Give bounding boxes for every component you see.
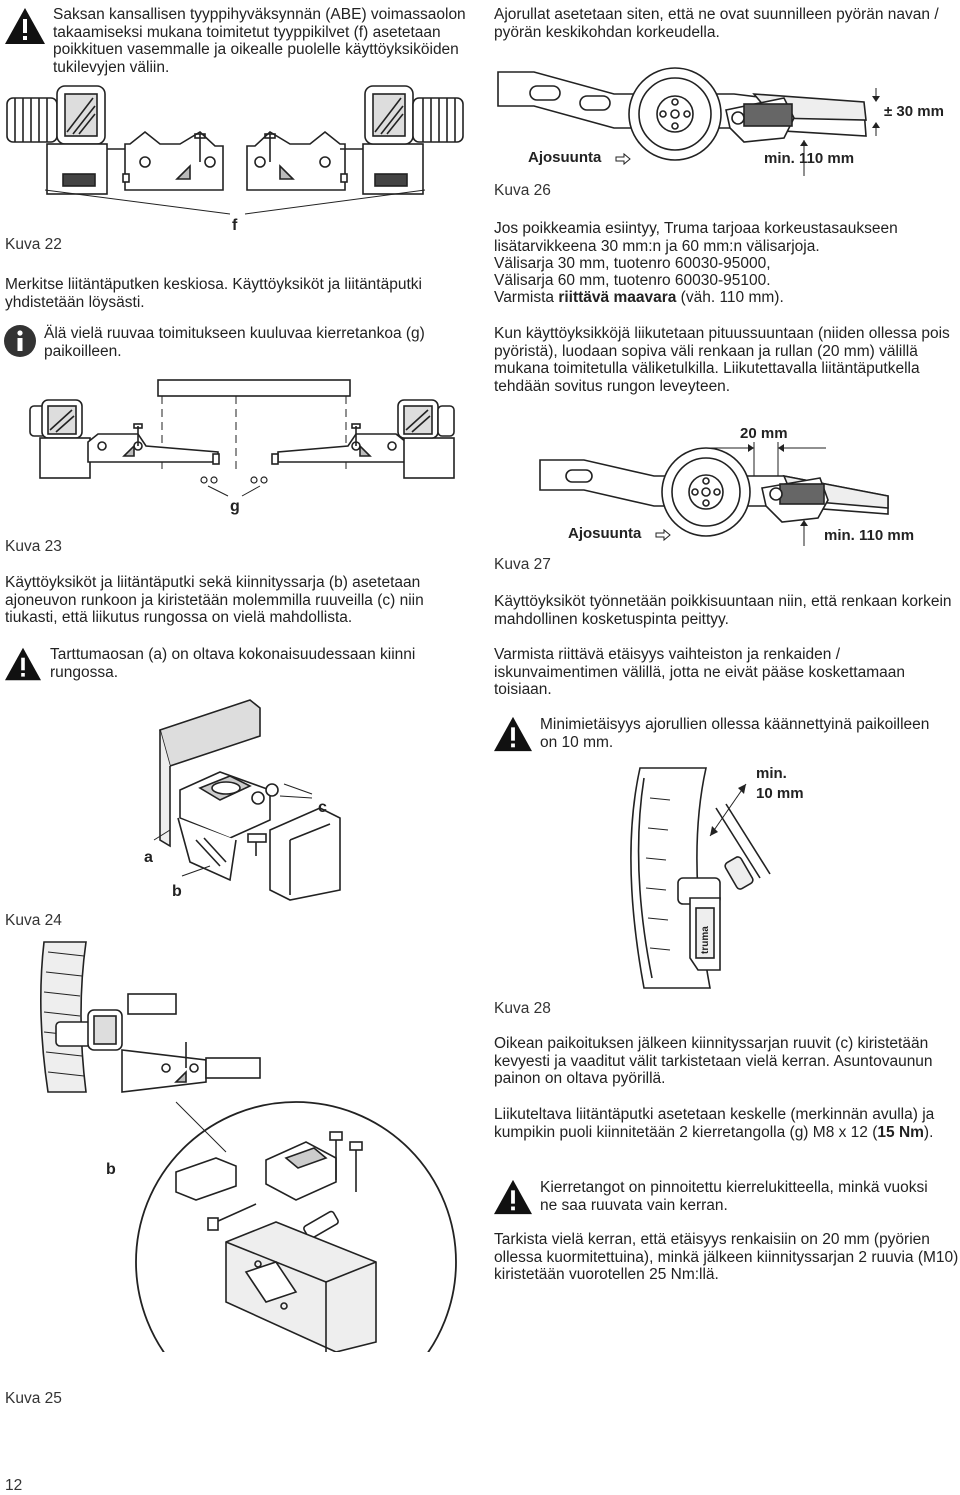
deviation-paragraph-2: Välisarja 30 mm, tuotenro 60030-95000, xyxy=(494,255,771,272)
deviation-text-bold: riittävä maavara xyxy=(558,289,677,306)
caption-kuva-26: Kuva 26 xyxy=(494,182,551,199)
caption-kuva-28: Kuva 28 xyxy=(494,1000,551,1017)
center-text-c: ). xyxy=(923,1123,934,1141)
fig27-min: min. 110 mm xyxy=(824,527,914,544)
fig27-direction: Ajosuunta xyxy=(568,525,642,542)
deviation-paragraph-1: Jos poikkeamia esiintyy, Truma tarjoaa k… xyxy=(494,220,898,255)
min-distance-warning-text: Minimietäisyys ajorullien ollessa käänne… xyxy=(540,716,930,751)
deviation-text-c: (väh. 110 mm). xyxy=(676,289,784,306)
fig24-label-a: a xyxy=(144,849,153,866)
info-icon xyxy=(3,324,37,358)
figure-25: b xyxy=(36,922,466,1423)
fig24-label-c: c xyxy=(318,799,327,816)
caption-kuva-22: Kuva 22 xyxy=(5,236,62,253)
center-paragraph: Liikuteltava liitäntäputki asetetaan kes… xyxy=(494,1106,954,1141)
caption-kuva-27: Kuva 27 xyxy=(494,556,551,573)
fig24-label-b: b xyxy=(172,883,182,900)
caption-kuva-24: Kuva 24 xyxy=(5,912,62,929)
fig28-brand: truma xyxy=(700,926,711,954)
fig23-label-g: g xyxy=(230,498,240,515)
deviation-paragraph-3: Välisarja 60 mm, tuotenro 60030-95100. xyxy=(494,272,771,289)
warning-icon xyxy=(3,6,47,46)
info-paragraph: Älä vielä ruuvaa toimitukseen kuuluvaa k… xyxy=(44,325,425,360)
fig26-direction: Ajosuunta xyxy=(528,149,602,166)
warning-icon xyxy=(492,1178,534,1216)
attach-paragraph: Käyttöyksiköt ja liitäntäputki sekä kiin… xyxy=(5,574,424,626)
fig26-pm30: ± 30 mm xyxy=(884,103,944,120)
push-paragraph: Käyttöyksiköt työnnetään poikkisuuntaan … xyxy=(494,593,952,628)
mark-paragraph: Merkitse liitäntäputken keskiosa. Käyttö… xyxy=(5,276,422,311)
thread-warning-text: Kierretangot on pinnoitettu kierrelukitt… xyxy=(540,1179,928,1214)
center-text-a: Liikuteltava liitäntäputki asetetaan kes… xyxy=(494,1106,935,1141)
fig25-label-b: b xyxy=(106,1161,116,1178)
caption-kuva-25: Kuva 25 xyxy=(5,1390,62,1407)
grip-warning-text: Tarttumaosan (a) on oltava kokonaisuudes… xyxy=(50,646,416,681)
page-number: 12 xyxy=(5,1477,23,1494)
deviation-paragraph-4: Varmista riittävä maavara (väh. 110 mm). xyxy=(494,289,954,307)
fig28-min: min. xyxy=(756,765,787,782)
figure-28: truma min. 10 mm xyxy=(560,758,880,990)
caption-kuva-23: Kuva 23 xyxy=(5,538,62,555)
figure-22: f xyxy=(5,84,465,234)
distance-paragraph: Varmista riittävä etäisyys vaihteiston j… xyxy=(494,646,905,698)
warning-icon xyxy=(3,646,43,682)
check-paragraph: Tarkista vielä kerran, että etäisyys ren… xyxy=(494,1231,959,1283)
figure-27: 20 mm Ajosuunta min. 110 mm xyxy=(494,420,956,548)
figure-26: ± 30 mm Ajosuunta min. 110 mm xyxy=(494,58,956,188)
fig27-20mm: 20 mm xyxy=(740,425,788,442)
deviation-text-a: Varmista xyxy=(494,289,559,306)
figure-24: c a b xyxy=(140,690,400,905)
figure-23: g xyxy=(28,356,468,518)
warning-icon xyxy=(492,715,534,753)
rollers-paragraph: Ajorullat asetetaan siten, että ne ovat … xyxy=(494,6,939,41)
abe-paragraph: Saksan kansallisen tyyppihyväksynnän (AB… xyxy=(53,6,466,76)
fig28-10mm: 10 mm xyxy=(756,785,804,802)
center-text-torque: 15 Nm xyxy=(877,1123,924,1141)
move-paragraph: Kun käyttöyksikköjä liikutetaan pituussu… xyxy=(494,325,950,395)
fig22-label-f: f xyxy=(232,217,238,234)
tighten-paragraph: Oikean paikoituksen jälkeen kiinnityssar… xyxy=(494,1035,933,1087)
fig26-min: min. 110 mm xyxy=(764,150,854,167)
